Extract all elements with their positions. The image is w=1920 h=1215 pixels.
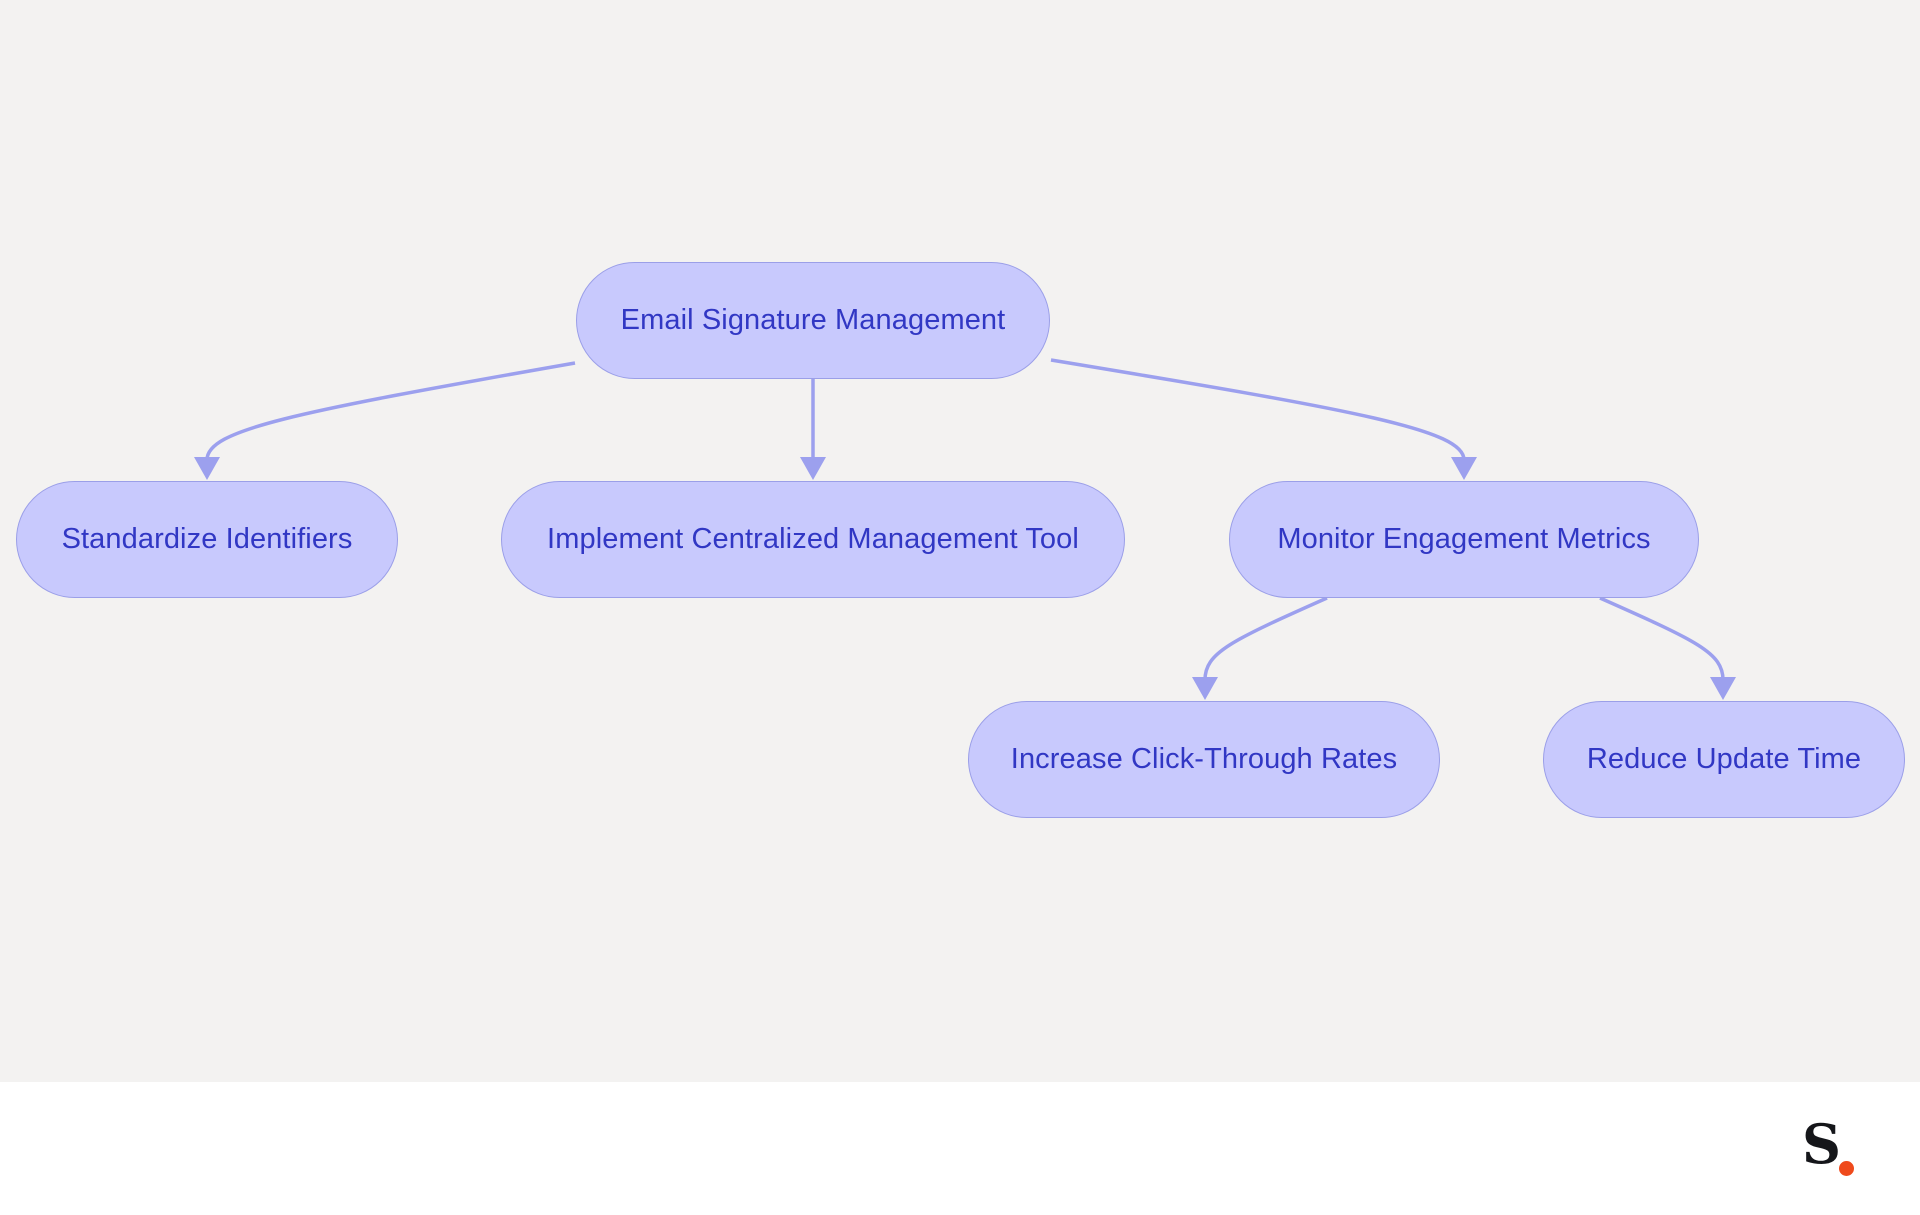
edge-monitor-click-through (1203, 596, 1328, 681)
node-email-signature-management: Email Signature Management (576, 262, 1050, 379)
node-label: Email Signature Management (620, 304, 1006, 336)
node-label: Standardize Identifiers (61, 523, 353, 555)
brand-logo-letter: S (1802, 1112, 1841, 1176)
node-monitor-engagement-metrics: Monitor Engagement Metrics (1229, 481, 1699, 598)
node-reduce-update-time: Reduce Update Time (1543, 701, 1905, 818)
node-label: Reduce Update Time (1586, 743, 1862, 775)
brand-logo: S (1802, 1114, 1862, 1182)
arrowhead-standardize (194, 457, 220, 480)
arrowhead-click-through (1192, 677, 1218, 700)
arrowhead-reduce-time (1710, 677, 1736, 700)
footer-bar (0, 1082, 1920, 1215)
diagram-edges (194, 358, 1736, 700)
edge-root-standardize (205, 361, 576, 461)
arrowhead-monitor (1451, 457, 1477, 480)
node-standardize-identifiers: Standardize Identifiers (16, 481, 398, 598)
brand-logo-dot (1839, 1161, 1854, 1176)
arrowhead-implement (800, 457, 826, 480)
edge-monitor-reduce-time (1599, 596, 1725, 681)
node-label: Increase Click-Through Rates (1010, 743, 1398, 775)
node-label: Monitor Engagement Metrics (1277, 523, 1651, 555)
node-implement-centralized-management-tool: Implement Centralized Management Tool (501, 481, 1125, 598)
edge-root-monitor (1050, 358, 1466, 461)
node-increase-click-through-rates: Increase Click-Through Rates (968, 701, 1440, 818)
node-label: Implement Centralized Management Tool (547, 523, 1079, 555)
diagram-canvas: Email Signature Management Standardize I… (0, 0, 1920, 1082)
